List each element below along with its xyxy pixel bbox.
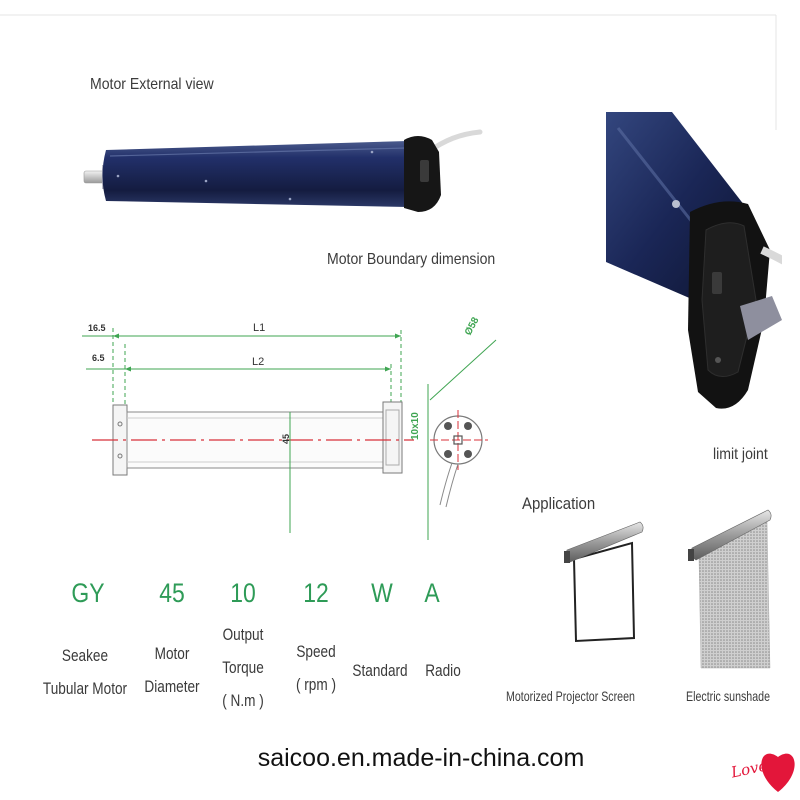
model-label-line: Tubular Motor bbox=[42, 679, 128, 698]
projector-screen-illustration bbox=[564, 521, 644, 643]
sunshade-caption: Electric sunshade bbox=[686, 688, 770, 704]
limit-joint-label: limit joint bbox=[713, 446, 768, 463]
outer-diameter-label: Ø58 bbox=[463, 315, 482, 337]
model-label-brand: Seakee Tubular Motor bbox=[37, 639, 133, 705]
model-label-line: Seakee bbox=[61, 646, 109, 665]
model-label-diameter: Motor Diameter bbox=[124, 637, 220, 703]
model-label-radio: Radio bbox=[395, 654, 491, 687]
application-title: Application bbox=[522, 494, 596, 513]
closeup-screw bbox=[672, 200, 680, 208]
motor-screw-dot bbox=[116, 174, 120, 178]
motor-screw-dot bbox=[370, 150, 374, 154]
outer-diameter-leader bbox=[429, 339, 497, 401]
model-label-line: ( rpm ) bbox=[295, 675, 337, 694]
end-view-hole bbox=[464, 450, 472, 458]
model-label-line: Standard bbox=[352, 661, 408, 680]
end-view-hole bbox=[444, 422, 452, 430]
motor-cap-detail bbox=[420, 160, 429, 182]
model-code-speed: 12 bbox=[303, 578, 329, 608]
external-view-title: Motor External view bbox=[90, 76, 214, 93]
boundary-dimension-drawing: 16.5 L1 6.5 L2 45 10x10 Ø58 bbox=[82, 315, 497, 540]
motor-tube-highlight bbox=[109, 147, 407, 157]
closeup-cap-ring bbox=[701, 222, 757, 377]
closeup-shaft bbox=[740, 296, 782, 340]
arrowhead bbox=[385, 366, 391, 372]
arrowhead bbox=[125, 366, 131, 372]
model-code-torque: 10 bbox=[230, 578, 256, 608]
projector-roller-end bbox=[564, 551, 570, 563]
heart-icon bbox=[761, 753, 795, 792]
model-code-brand: GY bbox=[71, 578, 105, 608]
model-label-line: Torque bbox=[222, 658, 264, 677]
dimension-l2-label: L2 bbox=[252, 356, 264, 368]
shaft-size-label: 10x10 bbox=[410, 412, 421, 440]
boundary-dimension-title: Motor Boundary dimension bbox=[327, 251, 496, 268]
closeup-cable bbox=[760, 246, 782, 265]
motor-screw-dot bbox=[204, 179, 208, 183]
model-code-standard: W bbox=[371, 578, 393, 608]
model-label-line: Speed bbox=[296, 642, 336, 661]
end-view-hole bbox=[464, 422, 472, 430]
dimension-16-5-label: 16.5 bbox=[88, 323, 106, 333]
website-watermark: saicoo.en.made-in-china.com bbox=[257, 744, 585, 772]
model-label-speed: Speed ( rpm ) bbox=[268, 635, 364, 701]
end-view-cable bbox=[445, 463, 459, 508]
dimension-l1-label: L1 bbox=[253, 322, 265, 334]
model-label-standard: Standard bbox=[332, 654, 428, 687]
drawing-cap-hole bbox=[117, 453, 123, 459]
dimension-6-5-label: 6.5 bbox=[92, 353, 105, 363]
end-view-cable bbox=[439, 462, 453, 506]
projector-screen-surface bbox=[572, 541, 636, 643]
model-label-line: Diameter bbox=[144, 677, 200, 696]
projector-screen-caption: Motorized Projector Screen bbox=[506, 688, 635, 704]
drawing-cap-hole bbox=[117, 421, 123, 427]
arrowhead bbox=[395, 333, 401, 339]
closeup-cap-slot bbox=[712, 272, 722, 294]
model-code-diameter: 45 bbox=[159, 578, 185, 608]
diameter-label: 45 bbox=[281, 434, 291, 444]
closeup-screw bbox=[715, 357, 721, 363]
sunshade-roller-end bbox=[688, 549, 694, 561]
arrowhead bbox=[113, 333, 119, 339]
closeup-tube-highlight bbox=[616, 127, 702, 233]
model-code-radio: A bbox=[424, 578, 440, 608]
model-label-line: Motor bbox=[154, 644, 190, 663]
limit-joint-closeup bbox=[606, 112, 782, 409]
model-label-line: Radio bbox=[425, 661, 461, 680]
model-label-torque: Output Torque ( N.m ) bbox=[195, 618, 291, 717]
drawing-right-cap bbox=[382, 401, 403, 474]
model-label-line: Output bbox=[222, 625, 264, 644]
sunshade-illustration bbox=[688, 509, 772, 669]
motor-tube bbox=[102, 141, 408, 207]
end-view-hole bbox=[444, 450, 452, 458]
model-label-line: ( N.m ) bbox=[222, 691, 264, 710]
motor-screw-dot bbox=[288, 197, 292, 201]
motor-external-illustration bbox=[83, 129, 483, 212]
drawing-right-cap-detail bbox=[385, 409, 400, 466]
end-view-shaft bbox=[453, 435, 463, 445]
